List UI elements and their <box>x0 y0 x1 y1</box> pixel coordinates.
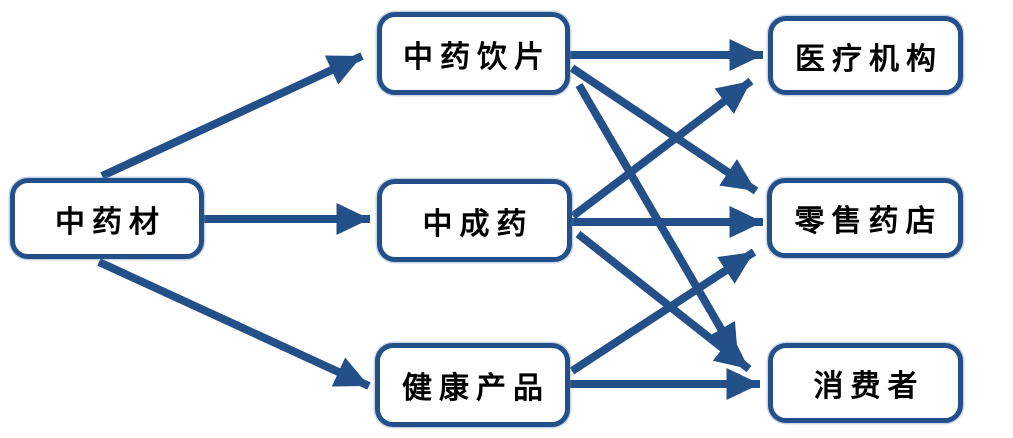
node-label-zhongchengyao: 中成药 <box>422 207 534 241</box>
node-label-yiliaojigou: 医疗机构 <box>795 42 943 76</box>
node-lingshouyaodian: 零售药店 <box>767 178 963 258</box>
node-label-xiaofeizhe: 消费者 <box>813 370 925 403</box>
node-label-zhongyaoyinpian: 中药饮片 <box>403 40 551 74</box>
node-xiaofeizhe: 消费者 <box>768 343 963 423</box>
edge-zhongyaocai-jiankangchanpin <box>97 258 371 390</box>
node-jiankangchanpin: 健康产品 <box>375 343 570 427</box>
node-zhongyaocai: 中药材 <box>10 178 204 259</box>
edge-zhongchengyao-yiliaojigou <box>570 77 754 220</box>
node-zhongyaoyinpian: 中药饮片 <box>377 12 570 95</box>
node-label-lingshouyaodian: 零售药店 <box>794 205 943 238</box>
edge-jiankangchanpin-lingshouyaodian <box>569 248 757 375</box>
edge-zhongyaoyinpian-lingshouyaodian <box>569 64 759 195</box>
node-label-zhongyaocai: 中药材 <box>55 205 166 239</box>
edge-zhongchengyao-xiaofeizhe <box>575 230 752 373</box>
node-zhongchengyao: 中成药 <box>377 179 572 262</box>
node-label-jiankangchanpin: 健康产品 <box>402 372 550 405</box>
edge-zhongyaocai-zhongyaoyinpian <box>100 52 364 180</box>
node-yiliaojigou: 医疗机构 <box>768 16 963 95</box>
